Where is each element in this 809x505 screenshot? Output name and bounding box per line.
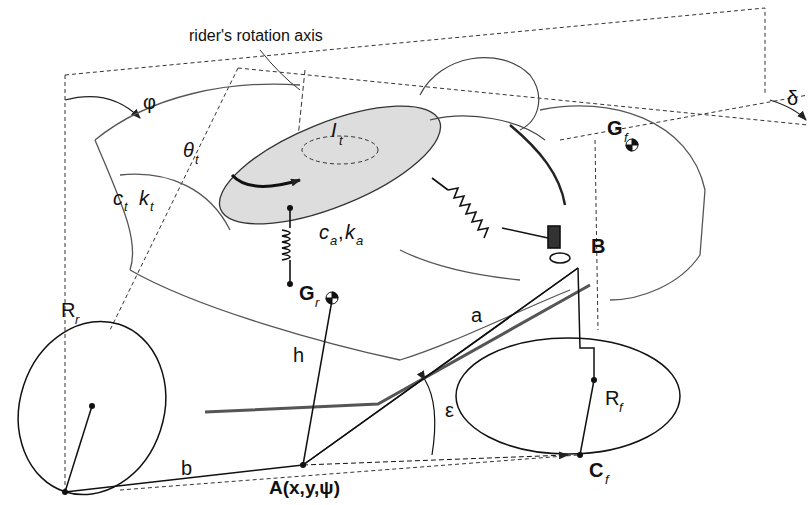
symbol-label: G [606, 118, 624, 138]
subscript-label: t [149, 200, 155, 213]
symbol-label: k [138, 188, 150, 208]
symbol-label: a [470, 305, 483, 325]
subscript-label: f [623, 131, 629, 144]
symbol-label: B [590, 236, 606, 256]
subscript-label: f [604, 473, 610, 486]
subscript-label: t [194, 153, 200, 166]
symbol-label: C [588, 460, 604, 480]
symbol-label: R [60, 300, 76, 320]
symbol-label: R [604, 388, 620, 408]
symbol-label: k [344, 222, 356, 242]
subscript-label: a [329, 234, 338, 247]
symbol-label: c [318, 222, 330, 242]
symbol-label: G [298, 283, 316, 303]
subscript-label: t [338, 134, 344, 147]
symbol-label: φ [142, 92, 157, 112]
subscript-label: f [618, 401, 624, 414]
symbol-label: I [330, 120, 338, 140]
symbol-label: θ [182, 140, 195, 160]
subscript-label: r [314, 296, 320, 309]
subscript-label: r [74, 313, 80, 326]
symbol-label: δ [786, 88, 799, 108]
symbol-label: A(x,y,ψ) [268, 478, 341, 497]
symbol-label: ε [444, 400, 455, 420]
symbol-label: c [112, 188, 124, 208]
symbol-label: rider's rotation axis [188, 28, 324, 44]
symbol-label: , [337, 222, 345, 242]
symbol-label: b [180, 458, 193, 478]
subscript-label: a [355, 234, 364, 247]
subscript-label: t [123, 200, 129, 213]
symbol-label: h [292, 345, 305, 365]
